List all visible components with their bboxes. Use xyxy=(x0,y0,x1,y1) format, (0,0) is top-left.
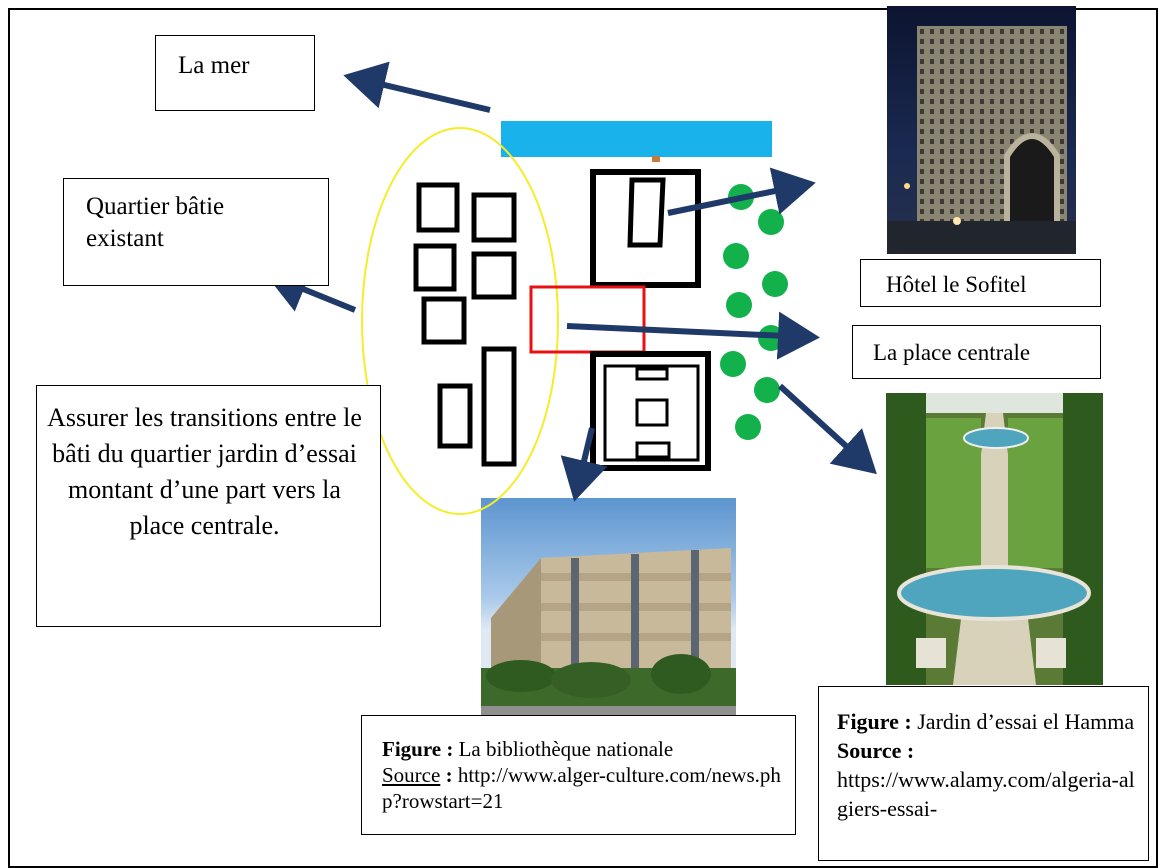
place-centrale-rect xyxy=(529,285,646,354)
bibliotheque-caption-box: Figure : La bibliothèque nationale Sourc… xyxy=(361,715,796,835)
assurer-text: Assurer les transitions entre le bâti du… xyxy=(47,403,362,540)
place-label: La place centrale xyxy=(873,340,1031,365)
quartier-label: Quartier bâtie existant xyxy=(86,193,225,252)
figure-title: Jardin d’essai el Hamma xyxy=(917,709,1135,734)
quartier-ellipse xyxy=(361,127,559,515)
existing-buildings xyxy=(413,182,517,467)
building-block xyxy=(481,346,517,467)
quartier-label-box: Quartier bâtie existant xyxy=(63,178,329,286)
bibliotheque-figure-line: Figure : La bibliothèque nationale xyxy=(382,736,785,762)
building-block xyxy=(413,243,457,292)
tree xyxy=(754,377,780,403)
figure-label: Figure : xyxy=(382,737,454,761)
hotel-building-drawing xyxy=(887,26,1076,254)
la-mer-label-box: La mer xyxy=(155,35,315,111)
building-block xyxy=(471,251,517,300)
tree xyxy=(735,414,761,440)
library-drawing xyxy=(481,548,736,718)
tree xyxy=(758,209,784,235)
figure-label: Figure : xyxy=(837,709,912,734)
source-label: Source : xyxy=(837,738,915,763)
place-label-box: La place centrale xyxy=(852,325,1101,379)
tree xyxy=(726,292,752,318)
garden-drawing xyxy=(886,393,1103,685)
assurer-text-box: Assurer les transitions entre le bâti du… xyxy=(36,385,381,627)
tree xyxy=(720,351,746,377)
building-block xyxy=(437,383,473,449)
source-label: Source xyxy=(382,763,441,787)
arrow-to-bibliotheque xyxy=(560,427,608,502)
arrow-to-hotel xyxy=(667,167,816,216)
jardin-caption-box: Figure : Jardin d’essai el Hamma Source … xyxy=(818,686,1149,861)
sea-edge-marker xyxy=(652,156,660,162)
bibliotheque-source-line: Source : http://www.alger-culture.com/ne… xyxy=(382,762,785,814)
arrow-to-place xyxy=(566,311,820,360)
figure-title: La bibliothèque nationale xyxy=(458,737,674,761)
tree xyxy=(723,243,749,269)
sea-band xyxy=(501,121,772,157)
source-url: http://www.alger-culture.com/news.php?ro… xyxy=(382,763,781,813)
arrow-to-mer xyxy=(343,61,491,113)
library-footprint xyxy=(590,351,711,471)
hotel-footprint xyxy=(590,169,701,288)
jardin-figure-line: Figure : Jardin d’essai el Hamma xyxy=(837,707,1140,736)
source-colon: : xyxy=(445,763,453,787)
la-mer-label: La mer xyxy=(178,52,250,79)
hotel-sofitel-photo xyxy=(887,6,1076,254)
hotel-label-box: Hôtel le Sofitel xyxy=(860,259,1101,307)
jardin-essai-photo xyxy=(886,393,1103,685)
source-url: https://www.alamy.com/algeria-algiers-es… xyxy=(837,767,1135,821)
building-block xyxy=(416,182,460,233)
arrow-to-jardin xyxy=(777,383,877,475)
tree-dots xyxy=(720,184,788,440)
tree xyxy=(762,271,788,297)
building-block xyxy=(421,296,467,345)
building-block xyxy=(471,192,517,243)
bibliotheque-photo xyxy=(481,498,736,718)
hotel-label: Hôtel le Sofitel xyxy=(886,272,1027,297)
